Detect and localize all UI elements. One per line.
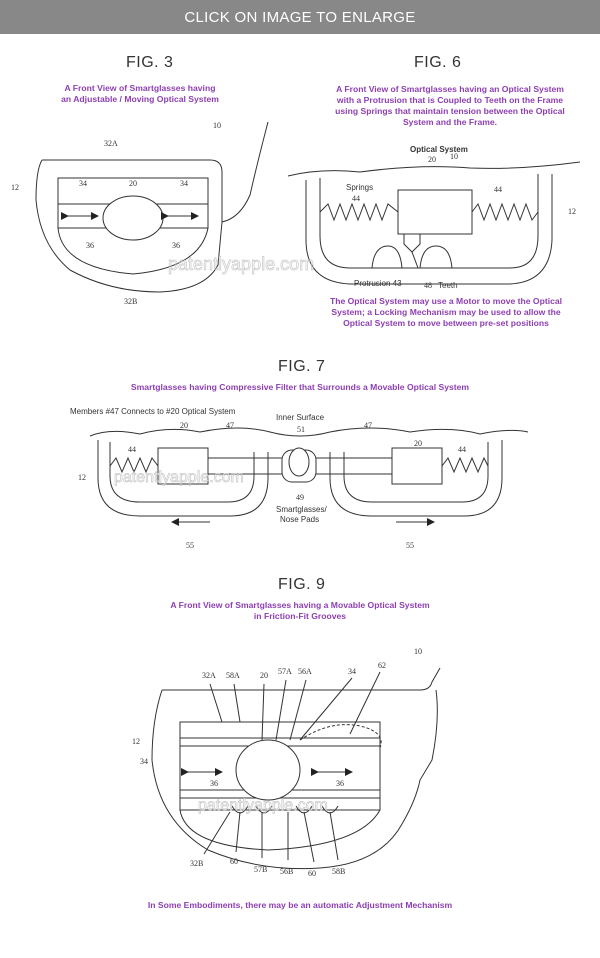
watermark-1: patentlyapple.com xyxy=(168,254,314,274)
fig9-title: FIG. 9 xyxy=(278,576,326,593)
fig7-ref49: 49 xyxy=(296,493,304,502)
fig6-labels: 10 Optical System 20 Springs 44 44 12 Pr… xyxy=(346,145,576,290)
fig7-ref20b: 20 xyxy=(414,439,422,448)
fig6-ref44b: 44 xyxy=(494,185,502,194)
fig3-ref32A: 32A xyxy=(104,139,118,148)
fig7-ref44a: 44 xyxy=(128,445,136,454)
fig7-ref55a: 55 xyxy=(186,541,194,550)
fig6-ref20: 20 xyxy=(428,155,436,164)
fig7-ref51: 51 xyxy=(297,425,305,434)
fig7-nose-label-1: Smartglasses/ xyxy=(276,505,327,514)
fig7-ref44b: 44 xyxy=(458,445,466,454)
fig9-ref32A: 32A xyxy=(202,671,216,680)
fig6-ref44a: 44 xyxy=(352,194,360,203)
fig9-ref56A: 56A xyxy=(298,667,312,676)
fig6-title: FIG. 6 xyxy=(414,54,462,71)
fig6-springs-label: Springs xyxy=(346,183,373,192)
fig7-labels: Members #47 Connects to #20 Optical Syst… xyxy=(70,407,466,550)
fig3-ref20: 20 xyxy=(129,179,137,188)
fig9-ref36a: 36 xyxy=(210,779,218,788)
fig9-labels: 10 32A 58A 20 57A 56A 34 62 12 34 36 36 … xyxy=(132,647,422,878)
fig9-ref57A: 57A xyxy=(278,667,292,676)
fig7-members-label: Members #47 Connects to #20 Optical Syst… xyxy=(70,407,236,416)
fig9-ref20: 20 xyxy=(260,671,268,680)
fig9-ref60a: 60 xyxy=(230,857,238,866)
fig6-optical-label: Optical System xyxy=(410,145,468,154)
enlarge-banner[interactable]: CLICK ON IMAGE TO ENLARGE xyxy=(0,0,600,34)
fig3-ref34b: 34 xyxy=(180,179,188,188)
fig3-ref36a: 36 xyxy=(86,241,94,250)
fig9-ref34: 34 xyxy=(140,757,148,766)
fig9-ref36b: 36 xyxy=(336,779,344,788)
fig9-ref12: 12 xyxy=(132,737,140,746)
fig3-ref32B: 32B xyxy=(124,297,137,306)
fig7-nose-label-2: Nose Pads xyxy=(280,515,319,524)
fig9-ref57B: 57B xyxy=(254,865,267,874)
fig7-ref20a: 20 xyxy=(180,421,188,430)
fig3-ref34a: 34 xyxy=(79,179,87,188)
fig9-note: In Some Embodiments, there may be an aut… xyxy=(147,900,453,910)
fig9-drawing xyxy=(151,667,441,870)
fig3-ref10: 10 xyxy=(213,121,221,130)
fig6-caption: A Front View of Smartglasses having an O… xyxy=(335,84,565,127)
fig3-ref36b: 36 xyxy=(172,241,180,250)
watermark-2: patentlyapple.com xyxy=(114,469,244,486)
fig7-title: FIG. 7 xyxy=(278,358,326,375)
fig3-title: FIG. 3 xyxy=(126,54,174,71)
fig6-note: The Optical System may use a Motor to mo… xyxy=(329,296,563,328)
fig6-ref10: 10 xyxy=(450,152,458,161)
fig7-ref47b: 47 xyxy=(364,421,372,430)
fig3-ref12: 12 xyxy=(11,183,19,192)
fig7-inner-label: Inner Surface xyxy=(276,413,325,422)
fig7-ref12: 12 xyxy=(78,473,86,482)
fig9-ref56B: 56B xyxy=(280,867,293,876)
fig6-drawing xyxy=(287,161,581,285)
fig9-ref32B: 32B xyxy=(190,859,203,868)
watermark-3: patentlyapple.com xyxy=(198,797,328,814)
fig7-caption: Smartglasses having Compressive Filter t… xyxy=(130,382,470,392)
fig7-ref55b: 55 xyxy=(406,541,414,550)
fig9-ref34top: 34 xyxy=(348,667,356,676)
fig6-protrusion-label: Protrusion 43 xyxy=(354,279,402,288)
fig9-ref58A: 58A xyxy=(226,671,240,680)
fig9-ref10: 10 xyxy=(414,647,422,656)
fig9-ref58B: 58B xyxy=(332,867,345,876)
fig6-ref12: 12 xyxy=(568,207,576,216)
fig9-caption: A Front View of Smartglasses having a Mo… xyxy=(170,600,430,621)
fig6-teeth-label: Teeth xyxy=(438,281,458,290)
fig3-drawing xyxy=(35,121,269,293)
fig7-drawing xyxy=(89,427,529,526)
fig9-ref62: 62 xyxy=(378,661,386,670)
fig3-labels: 10 12 32A 32B 34 34 20 36 36 xyxy=(11,121,221,306)
fig6-ref48: 48 xyxy=(424,281,432,290)
fig9-ref60b: 60 xyxy=(308,869,316,878)
fig7-ref47a: 47 xyxy=(226,421,234,430)
